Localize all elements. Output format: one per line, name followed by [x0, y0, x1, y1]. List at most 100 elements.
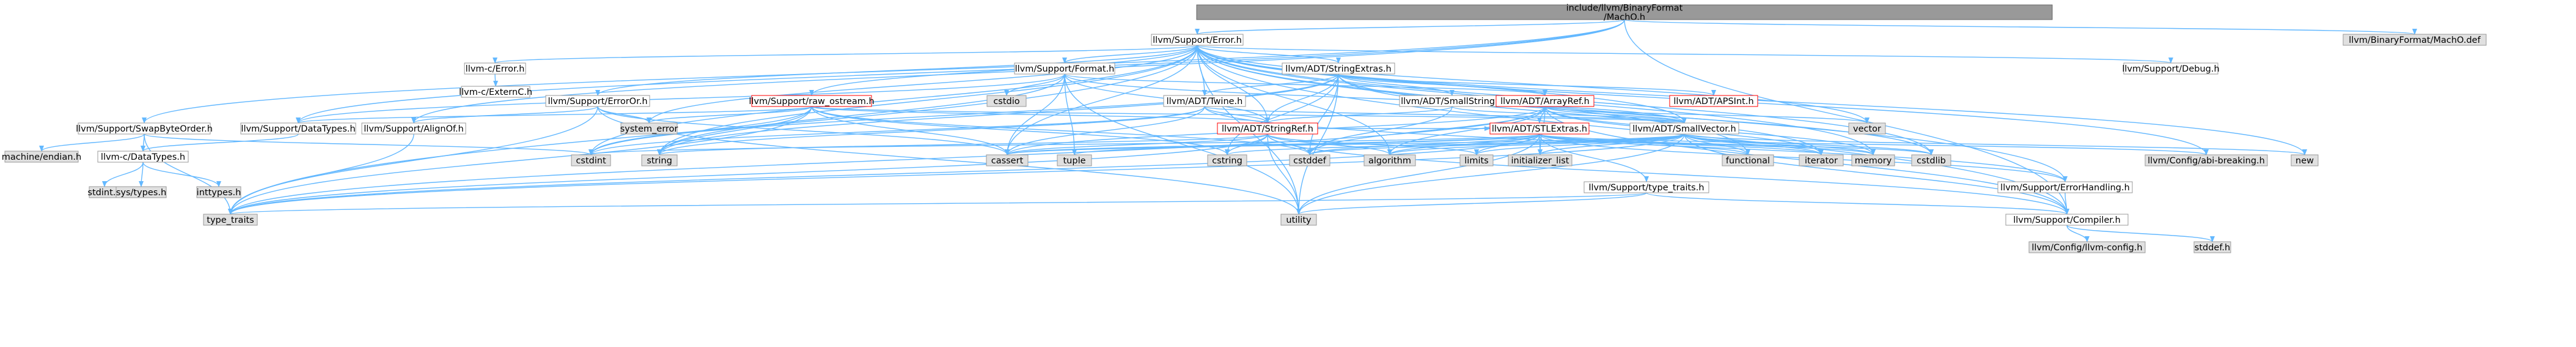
- node-label-cassert: cassert: [991, 156, 1024, 166]
- node-iterator[interactable]: iterator: [1799, 154, 1844, 166]
- edge-stringextras-to-cstddef: [1307, 73, 1339, 155]
- node-new[interactable]: new: [2291, 154, 2319, 166]
- node-label-cexternc: llvm-c/ExternC.h: [459, 88, 532, 97]
- node-erroror[interactable]: llvm/Support/ErrorOr.h: [545, 95, 650, 107]
- node-string[interactable]: string: [641, 154, 678, 166]
- edge-stringextras-to-apsint: [1338, 73, 1716, 96]
- node-initializer_list[interactable]: initializer_list: [1508, 154, 1572, 166]
- node-box-limits: [1459, 154, 1494, 166]
- node-tuple[interactable]: tuple: [1057, 154, 1092, 166]
- node-box-apsint: [1669, 95, 1758, 107]
- edge-swapbyteorder-to-machine: [39, 133, 145, 152]
- node-llvmconfig[interactable]: llvm/Config/llvm-config.h: [2028, 241, 2146, 253]
- edge-stringref-to-compiler: [1267, 133, 2069, 215]
- edge-twine-to-cstdint: [589, 106, 1205, 155]
- node-error[interactable]: llvm/Support/Error.h: [1151, 34, 1244, 46]
- node-cstdint[interactable]: cstdint: [571, 154, 611, 166]
- edge-erroror-to-system_error: [597, 106, 651, 124]
- edge-smallvector-to-cassert: [1005, 133, 1685, 155]
- node-apsint[interactable]: llvm/ADT/APSInt.h: [1669, 95, 1758, 107]
- node-stlextras[interactable]: llvm/ADT/STLExtras.h: [1489, 122, 1590, 135]
- node-label-cstdlib: cstdlib: [1917, 156, 1946, 166]
- node-label-tuple: tuple: [1063, 156, 1085, 166]
- edge-erroror-to-cassert: [597, 106, 1010, 155]
- node-label-datatypes: llvm/Support/DataTypes.h: [241, 124, 355, 134]
- node-memory[interactable]: memory: [1851, 154, 1895, 166]
- edge-smallstring-to-stringref: [1265, 106, 1453, 124]
- node-stringextras[interactable]: llvm/ADT/StringExtras.h: [1282, 62, 1395, 75]
- node-box-cerror: [464, 62, 526, 75]
- node-stddef[interactable]: stddef.h: [2193, 241, 2231, 253]
- node-cdatatypes[interactable]: llvm-c/DataTypes.h: [97, 151, 189, 163]
- edge-twine-to-smallvector: [1204, 106, 1687, 124]
- node-box-new: [2291, 154, 2319, 166]
- node-box-errorhandling: [1997, 181, 2133, 193]
- node-systypes[interactable]: sys/types.h: [116, 186, 167, 198]
- node-abibreaking[interactable]: llvm/Config/abi-breaking.h: [2145, 154, 2268, 166]
- node-cstring[interactable]: cstring: [1207, 154, 1247, 166]
- node-functional[interactable]: functional: [1722, 154, 1774, 166]
- node-label-typetraits_llvm: llvm/Support/type_traits.h: [1588, 183, 1704, 193]
- node-label-vector: vector: [1853, 124, 1881, 134]
- node-smallstring[interactable]: llvm/ADT/SmallString.h: [1399, 95, 1505, 107]
- node-datatypes[interactable]: llvm/Support/DataTypes.h: [240, 122, 356, 135]
- node-swapbyteorder[interactable]: llvm/Support/SwapByteOrder.h: [76, 122, 213, 135]
- node-vector[interactable]: vector: [1848, 122, 1886, 135]
- node-box-stringextras: [1282, 62, 1395, 75]
- edge-swapbyteorder-to-type_traits: [144, 133, 233, 215]
- node-cstdio[interactable]: cstdio: [986, 95, 1027, 107]
- node-box-rawostream: [751, 95, 872, 107]
- node-arrayref[interactable]: llvm/ADT/ArrayRef.h: [1495, 95, 1594, 107]
- node-limits[interactable]: limits: [1459, 154, 1494, 166]
- edge-stlextras-to-cstdint: [589, 133, 1540, 155]
- edge-smallvector-to-memory: [1684, 133, 1876, 155]
- node-errorhandling[interactable]: llvm/Support/ErrorHandling.h: [1997, 181, 2133, 193]
- edge-stringextras-to-cstdint: [589, 73, 1339, 155]
- node-cexternc[interactable]: llvm-c/ExternC.h: [459, 86, 532, 98]
- edge-error-to-cstdint: [589, 45, 1198, 155]
- edge-arrayref-to-type_traits: [228, 106, 1546, 215]
- edge-format-to-smallvector: [1064, 73, 1687, 124]
- node-cassert[interactable]: cassert: [986, 154, 1029, 166]
- edge-twine-to-string: [657, 106, 1205, 155]
- edge-stlextras-to-functional: [1539, 133, 1750, 155]
- node-machodef[interactable]: llvm/BinaryFormat/MachO.def: [2343, 34, 2487, 46]
- node-label-utility: utility: [1286, 215, 1312, 225]
- node-alignof[interactable]: llvm/Support/AlignOf.h: [361, 122, 466, 135]
- node-smallvector[interactable]: llvm/ADT/SmallVector.h: [1629, 122, 1739, 135]
- edge-rawostream-to-type_traits: [228, 106, 812, 215]
- edge-arrayref-to-smallvector: [1544, 106, 1687, 124]
- node-box-stringref: [1217, 122, 1318, 135]
- node-cerror[interactable]: llvm-c/Error.h: [464, 62, 526, 75]
- node-twine[interactable]: llvm/ADT/Twine.h: [1163, 95, 1246, 107]
- node-utility[interactable]: utility: [1280, 214, 1317, 226]
- node-compiler[interactable]: llvm/Support/Compiler.h: [2005, 214, 2129, 226]
- node-label-initializer_list: initializer_list: [1511, 156, 1569, 166]
- node-algorithm[interactable]: algorithm: [1363, 154, 1416, 166]
- node-box-memory: [1851, 154, 1895, 166]
- node-stdint[interactable]: stdint.h: [87, 186, 122, 198]
- edge-cerror-to-cexternc: [493, 73, 498, 87]
- node-debug[interactable]: llvm/Support/Debug.h: [2122, 62, 2220, 75]
- edge-root-to-error: [1195, 19, 1625, 35]
- node-rawostream[interactable]: llvm/Support/raw_ostream.h: [749, 95, 875, 107]
- node-machine[interactable]: machine/endian.h: [2, 151, 81, 163]
- node-label-smallstring: llvm/ADT/SmallString.h: [1401, 97, 1503, 106]
- edge-error-to-system_error: [647, 45, 1198, 124]
- node-label-llvmconfig: llvm/Config/llvm-config.h: [2031, 243, 2142, 253]
- node-stringref[interactable]: llvm/ADT/StringRef.h: [1217, 122, 1318, 135]
- node-box-datatypes: [240, 122, 356, 135]
- node-typetraits_llvm[interactable]: llvm/Support/type_traits.h: [1583, 181, 1709, 193]
- edge-smallvector-to-functional: [1684, 133, 1750, 155]
- node-inttypes[interactable]: inttypes.h: [196, 186, 241, 198]
- node-cstddef[interactable]: cstddef: [1289, 154, 1330, 166]
- edge-stlextras-to-cstddef: [1307, 133, 1540, 155]
- edge-swapbyteorder-to-cstdint: [144, 133, 593, 155]
- node-format[interactable]: llvm/Support/Format.h: [1014, 62, 1115, 75]
- node-system_error[interactable]: system_error: [620, 122, 678, 135]
- edge-smallvector-to-type_traits: [228, 133, 1685, 215]
- node-cstdlib[interactable]: cstdlib: [1911, 154, 1951, 166]
- edge-stringextras-to-iterator: [1338, 73, 1824, 155]
- node-type_traits[interactable]: type_traits: [203, 214, 258, 226]
- nodes: include/llvm/BinaryFormat/MachO.hllvm/Su…: [2, 4, 2487, 253]
